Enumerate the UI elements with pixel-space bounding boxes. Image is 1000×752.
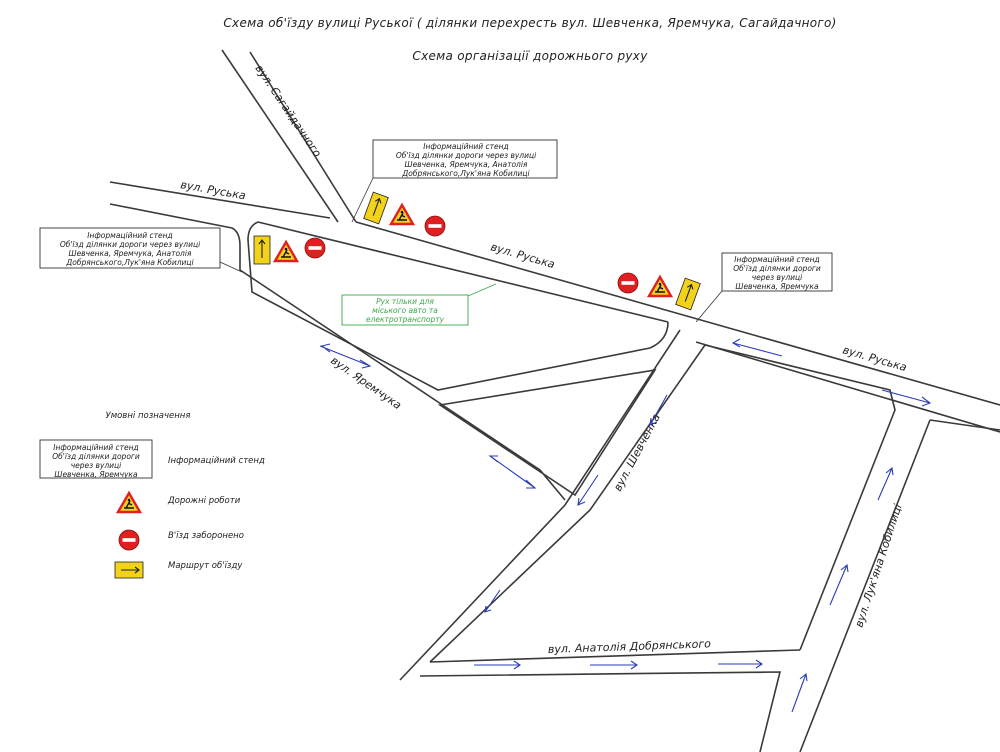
- detour-route-sign-icon: [114, 561, 144, 579]
- signs-group-top: [363, 191, 446, 237]
- no-entry-sign-icon: [424, 215, 446, 237]
- svg-text:Об'їзд ділянки дороги: Об'їзд ділянки дороги: [733, 264, 821, 273]
- svg-text:Маршрут об'їзду: Маршрут об'їзду: [168, 561, 243, 571]
- svg-text:Дорожні роботи: Дорожні роботи: [167, 496, 241, 506]
- legend: Умовні позначення Інформаційний стенд Об…: [39, 411, 265, 579]
- svg-text:Об'їзд ділянки дороги через ву: Об'їзд ділянки дороги через вулиці: [396, 151, 537, 160]
- detour-arrows: [319, 338, 932, 713]
- detour-route-sign-icon: [675, 277, 701, 311]
- roads: [109, 49, 1000, 752]
- road-works-sign-icon: [647, 275, 673, 298]
- street-label-ruska-middle: вул. Руська: [489, 240, 556, 271]
- signs-group-right: [617, 272, 701, 311]
- legend-label-info-stand: Інформаційний стенд: [168, 456, 265, 466]
- map-title: Схема об'їзду вулиці Руської ( ділянки п…: [223, 16, 836, 30]
- svg-text:електротранспорту: електротранспорту: [366, 315, 445, 324]
- legend-road-works: Дорожні роботи: [116, 491, 241, 514]
- road-works-sign-icon: [389, 203, 415, 226]
- road-works-sign-icon: [116, 491, 142, 514]
- info-stand-top: Інформаційний стенд Об'їзд ділянки дорог…: [351, 139, 558, 223]
- detour-route-sign-icon: [363, 191, 389, 225]
- svg-text:міського авто та: міського авто та: [372, 306, 438, 315]
- svg-text:через вулиці: через вулиці: [752, 273, 803, 282]
- legend-no-entry: В'їзд заборонено: [118, 529, 244, 551]
- street-label-yaremchuka: вул. Яремчука: [328, 354, 404, 412]
- signs-group-left: [253, 235, 326, 265]
- street-label-dobrianskoho: вул. Анатолія Добрянського: [548, 637, 712, 656]
- legend-title: Умовні позначення: [106, 411, 191, 421]
- svg-text:Шевченка, Яремчука, Анатолія: Шевченка, Яремчука, Анатолія: [69, 249, 192, 258]
- svg-text:Інформаційний стенд: Інформаційний стенд: [53, 443, 138, 452]
- svg-text:Об'їзд ділянки дороги через ву: Об'їзд ділянки дороги через вулиці: [60, 240, 201, 249]
- svg-text:Шевченка, Яремчука, Анатолія: Шевченка, Яремчука, Анатолія: [405, 160, 528, 169]
- svg-text:Рух тільки для: Рух тільки для: [376, 297, 434, 306]
- svg-text:Добрянського,Лук'яна Кобилиці: Добрянського,Лук'яна Кобилиці: [401, 169, 530, 178]
- map-subtitle: Схема організації дорожнього руху: [412, 49, 648, 63]
- svg-text:через вулиці: через вулиці: [71, 461, 122, 470]
- road-works-sign-icon: [273, 240, 299, 263]
- legend-info-stand: Інформаційний стенд Об'їзд ділянки дорог…: [39, 439, 265, 479]
- svg-text:Інформаційний стенд: Інформаційний стенд: [734, 255, 819, 264]
- no-entry-sign-icon: [304, 237, 326, 259]
- info-stand-right: Інформаційний стенд Об'їзд ділянки дорог…: [695, 252, 833, 323]
- svg-text:Шевченка, Яремчука: Шевченка, Яремчука: [54, 470, 138, 479]
- svg-text:В'їзд заборонено: В'їзд заборонено: [168, 531, 244, 541]
- detour-route-sign-icon: [253, 235, 271, 265]
- street-label-kobylytsi: вул. Лук'яна Кобилиці: [852, 502, 904, 628]
- info-stand-left: Інформаційний стенд Об'їзд ділянки дорог…: [39, 227, 243, 273]
- svg-text:Добрянського,Лук'яна Кобилиці: Добрянського,Лук'яна Кобилиці: [65, 258, 194, 267]
- green-note: Рух тільки для міського авто та електрот…: [341, 283, 497, 326]
- svg-text:Шевченка, Яремчука: Шевченка, Яремчука: [735, 282, 819, 291]
- svg-text:Об'їзд ділянки дороги: Об'їзд ділянки дороги: [52, 452, 140, 461]
- no-entry-sign-icon: [617, 272, 639, 294]
- svg-text:Інформаційний стенд: Інформаційний стенд: [423, 142, 508, 151]
- legend-detour: Маршрут об'їзду: [114, 561, 243, 579]
- svg-text:Інформаційний стенд: Інформаційний стенд: [87, 231, 172, 240]
- no-entry-sign-icon: [118, 529, 140, 551]
